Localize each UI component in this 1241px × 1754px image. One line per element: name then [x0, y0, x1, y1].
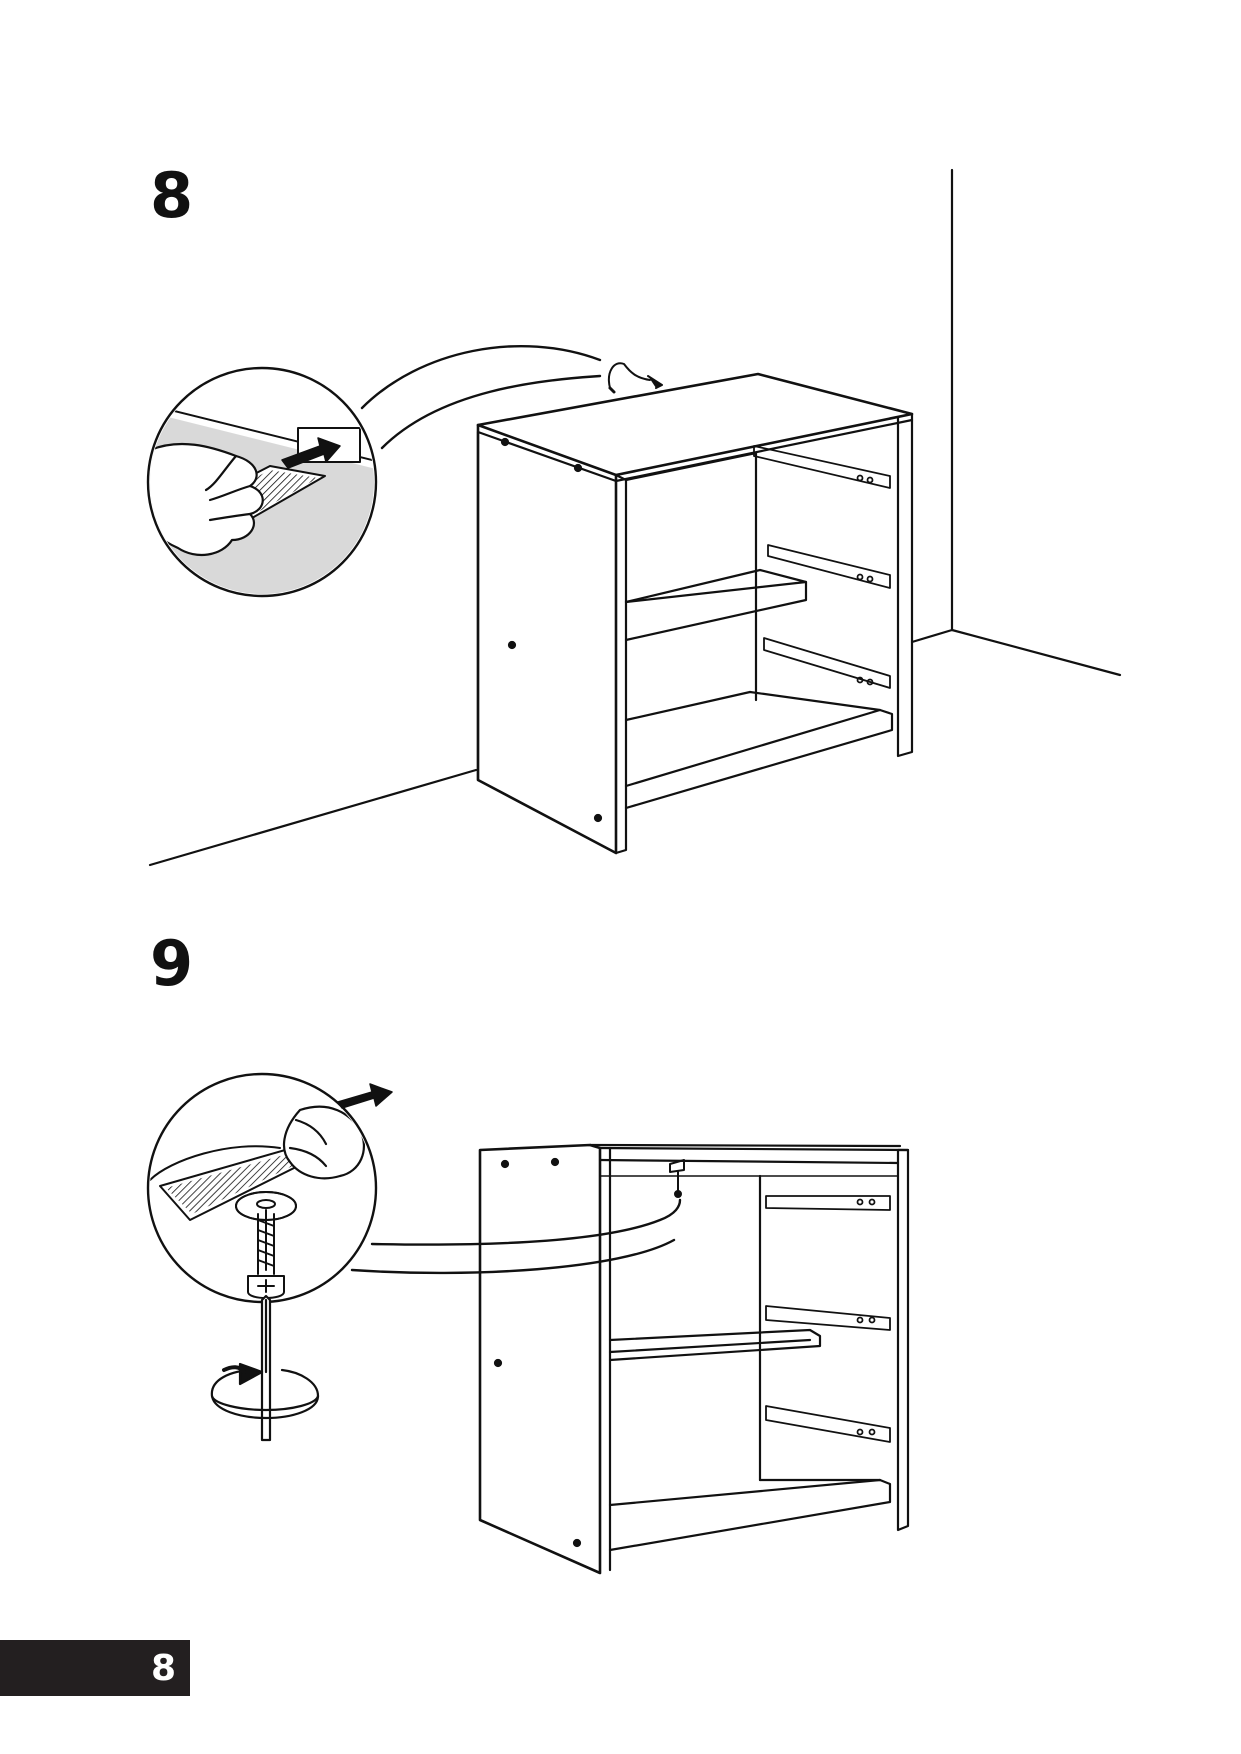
pointing-hand-icon — [150, 442, 264, 556]
step-9-number: 9 — [150, 927, 193, 1000]
cabinet-step-9 — [478, 1143, 910, 1575]
page-number-footer: 8 — [0, 1640, 190, 1696]
room-wall-lines — [148, 168, 1122, 867]
step-8-number: 8 — [150, 159, 193, 232]
screw-icon — [669, 1159, 685, 1198]
drawer-rail-icon — [765, 1195, 891, 1443]
screw-icon — [247, 1209, 285, 1299]
fitting-on-top — [608, 362, 651, 394]
screwdriver-icon — [260, 1294, 272, 1442]
callout-lines-step-9 — [350, 1198, 682, 1275]
arrow-icon — [337, 1083, 393, 1109]
arrow-icon — [647, 375, 663, 389]
rotate-clockwise-icon — [210, 1362, 320, 1420]
pointing-hand-icon — [282, 1105, 365, 1180]
page-number: 8 — [150, 1648, 176, 1689]
drawer-rail-icon — [753, 445, 891, 689]
arrow-icon — [281, 437, 341, 469]
cabinet-step-8 — [476, 372, 914, 855]
